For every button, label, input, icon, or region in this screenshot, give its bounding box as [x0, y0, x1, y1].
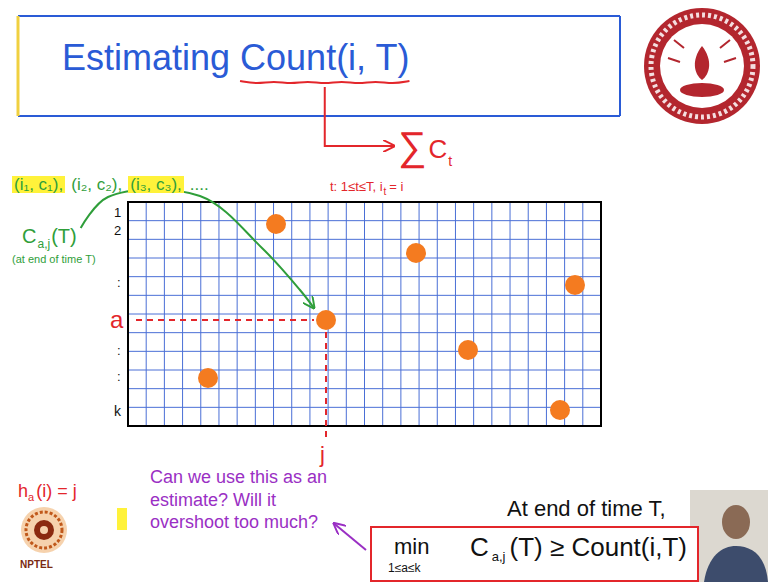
grid-line	[128, 332, 601, 333]
column-guide	[325, 332, 327, 440]
grid-line	[128, 388, 601, 389]
nptel-logo	[21, 507, 67, 553]
inequality: (T) ≥ Count(i,T)	[510, 534, 688, 560]
logo-core	[34, 520, 54, 540]
sum-sign: ∑	[398, 126, 427, 166]
sum-range: t: 1≤t≤T, i	[330, 180, 383, 193]
result-box: min 1≤a≤k Ca,j (T) ≥ Count(i,T)	[370, 526, 699, 582]
counter-name: C	[470, 534, 489, 560]
slide-title: Estimating Count(i, T)	[62, 40, 409, 76]
counter-dot	[316, 310, 336, 330]
min-operator: min	[394, 536, 429, 558]
presenter-head	[722, 505, 750, 539]
count-grid	[128, 202, 601, 426]
counter-arg: (T)	[51, 226, 77, 246]
hash-value: (i) = j	[36, 482, 77, 500]
stream-item: (i₂, c₂),	[71, 176, 122, 193]
subscript: a	[28, 492, 34, 503]
counter-dot	[550, 400, 570, 420]
subscript: t	[448, 154, 452, 168]
logo-ring	[644, 8, 760, 124]
sum-term: C	[429, 136, 448, 162]
stream-item: (i₃, c₃),	[128, 176, 184, 193]
highlight-mark	[117, 508, 127, 530]
row-dots: :	[117, 344, 121, 357]
logo-caption: NPTEL	[20, 560, 53, 570]
title-frame-right	[619, 16, 621, 116]
logo-gear	[26, 512, 62, 548]
conclusion-lead: At end of time T,	[505, 498, 668, 520]
logo-hub	[40, 526, 48, 534]
title-underline	[240, 81, 409, 83]
counter-dot	[458, 340, 478, 360]
min-range: 1≤a≤k	[388, 562, 421, 574]
counter-dots	[198, 214, 585, 420]
grid-border	[128, 202, 601, 426]
definition-arrow	[325, 87, 394, 146]
subscript: a,j	[37, 238, 50, 250]
grid-line	[128, 407, 601, 408]
grid-line	[128, 314, 601, 315]
webcam-inset	[690, 490, 768, 582]
counter-note: (at end of time T)	[12, 254, 96, 265]
grid-line	[128, 239, 601, 240]
presenter-body	[704, 546, 768, 582]
hash-name: h	[18, 482, 28, 500]
logo-disc	[21, 507, 67, 553]
subscript: t	[384, 187, 387, 197]
question-note: Can we use this as an estimate? Will it …	[150, 466, 330, 534]
row-dots: :	[117, 276, 121, 289]
sum-range: = i	[389, 180, 403, 193]
grid-line	[128, 220, 601, 221]
subscript: a,j	[492, 550, 506, 563]
counter-dot	[198, 368, 218, 388]
counter-name: C	[22, 226, 36, 246]
column-index: j	[320, 444, 325, 466]
stream-ellipsis: ....	[190, 176, 209, 193]
iit-madras-logo	[644, 8, 760, 124]
row-guide	[136, 319, 314, 321]
grid-line	[128, 295, 601, 296]
row-dots: :	[117, 370, 121, 383]
grid-line	[128, 276, 601, 277]
counter-dot	[266, 214, 286, 234]
logo-flame	[695, 46, 709, 80]
logo-rays	[668, 40, 736, 62]
row-index: a	[110, 308, 123, 332]
grid-line	[128, 351, 601, 352]
logo-lettering	[651, 15, 753, 117]
title-frame-top	[18, 15, 620, 17]
stream-item: (i₁, c₁),	[12, 176, 65, 193]
grid-line	[128, 258, 601, 259]
row-index: k	[114, 404, 121, 418]
counter-dot	[406, 243, 426, 263]
counter-dot	[565, 275, 585, 295]
row-index: 2	[114, 224, 121, 237]
logo-center	[660, 24, 744, 108]
title-frame	[18, 16, 620, 116]
logo-lamp	[680, 83, 724, 97]
title-frame-bottom	[18, 115, 620, 117]
webcam-frame	[690, 490, 768, 582]
title-frame-left	[17, 16, 20, 116]
grid-line	[128, 370, 601, 371]
row-index: 1	[114, 206, 121, 219]
question-pointer	[334, 524, 366, 551]
counter-pointer	[81, 189, 314, 308]
